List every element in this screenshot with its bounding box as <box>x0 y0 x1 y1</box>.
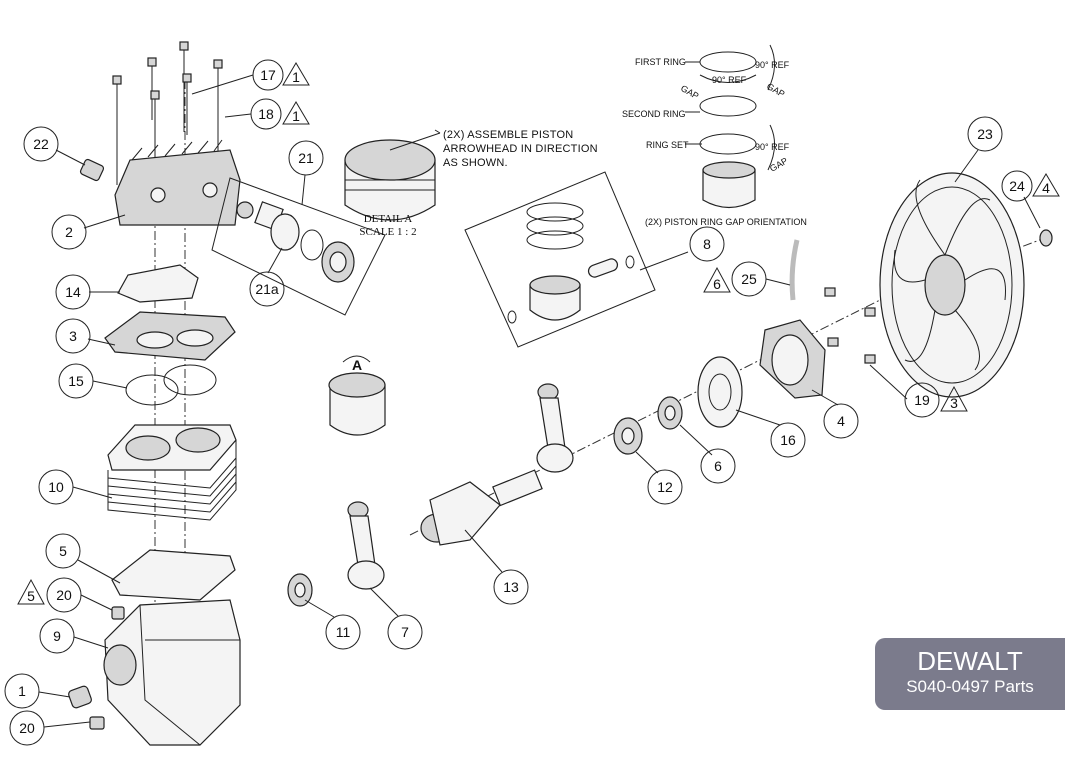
flag-24: 4 <box>1042 180 1050 196</box>
crankcase <box>103 599 241 746</box>
bearing-11 <box>287 573 313 607</box>
callout-16: 16 <box>780 432 796 448</box>
ring-set-label: RING SET <box>646 140 689 150</box>
gap-orientation-caption: (2X) PISTON RING GAP ORIENTATION <box>645 217 807 227</box>
leader-lines <box>38 74 1041 728</box>
flag-5: 5 <box>27 588 35 604</box>
callout-1: 1 <box>18 683 26 699</box>
callout-11: 11 <box>336 624 351 640</box>
brand-badge: DEWALT S040-0497 Parts <box>875 638 1065 710</box>
callout-4: 4 <box>837 413 845 429</box>
assemble-note-line-1: (2X) ASSEMBLE PISTON <box>443 129 573 141</box>
flag-17: 1 <box>292 69 300 85</box>
revision-flag-numbers: 1 1 4 6 3 5 <box>27 69 1050 604</box>
bearing-cover-gasket <box>697 356 743 428</box>
piston-ring-set-box <box>464 171 656 348</box>
callout-3: 3 <box>69 328 77 344</box>
callout-2: 2 <box>65 224 73 240</box>
flag-19: 3 <box>950 395 958 411</box>
notes: (2X) ASSEMBLE PISTON ARROWHEAD IN DIRECT… <box>352 57 807 373</box>
callout-numbers: 2 22 17 18 21 21a 14 3 15 10 5 20 9 1 20… <box>18 67 1025 736</box>
ring-gap-orientation <box>685 44 775 209</box>
gap-label-b: GAP <box>765 81 786 99</box>
breather-20 <box>111 606 125 620</box>
cover-bolts <box>824 287 876 364</box>
crankshaft <box>420 469 543 546</box>
piston-detail-a <box>344 132 441 221</box>
callout-circles <box>4 59 1033 746</box>
connecting-rod-lower <box>347 501 385 590</box>
head-bolts <box>112 41 223 200</box>
connecting-rod-upper <box>536 383 574 473</box>
callout-17: 17 <box>260 67 276 83</box>
callout-22: 22 <box>33 136 49 152</box>
callout-15: 15 <box>68 373 84 389</box>
callout-21a: 21a <box>255 281 279 297</box>
callout-10: 10 <box>48 479 64 495</box>
callout-13: 13 <box>503 579 519 595</box>
callout-5: 5 <box>59 543 67 559</box>
assemble-note-line-2: ARROWHEAD IN DIRECTION <box>443 143 598 155</box>
brand-name: DEWALT <box>917 646 1023 676</box>
model-number: S040-0497 Parts <box>906 677 1034 696</box>
detail-title: DETAIL A <box>364 213 413 225</box>
wrist-pin-kit-box <box>211 177 386 316</box>
gap-label-c: GAP <box>768 156 789 174</box>
crankcase-gasket <box>111 549 236 601</box>
bearing-cover <box>759 319 826 399</box>
flywheel-washer <box>1039 229 1053 247</box>
callout-21: 21 <box>298 150 314 166</box>
cylinder-block <box>107 424 237 521</box>
ref-90-set: 90° REF <box>755 142 790 152</box>
detail-scale: SCALE 1 : 2 <box>359 226 416 238</box>
drain-plug <box>89 716 105 730</box>
oil-plug <box>68 685 92 709</box>
revision-flags <box>17 62 1060 605</box>
valve-plate <box>104 311 236 361</box>
ref-90-first: 90° REF <box>755 60 790 70</box>
callout-24: 24 <box>1009 178 1025 194</box>
callout-23: 23 <box>977 126 993 142</box>
callout-25: 25 <box>741 271 757 287</box>
callout-12: 12 <box>657 479 673 495</box>
plug-22 <box>79 158 105 182</box>
callout-20-lower: 20 <box>19 720 35 736</box>
callout-20-upper: 20 <box>56 587 72 603</box>
breather-tube <box>789 239 800 301</box>
callout-7: 7 <box>401 624 409 640</box>
flag-25: 6 <box>713 276 721 292</box>
bearing-12 <box>613 417 643 455</box>
detail-letter: A <box>352 357 362 373</box>
flag-18: 1 <box>292 108 300 124</box>
callout-14: 14 <box>65 284 81 300</box>
callout-19: 19 <box>914 392 930 408</box>
gap-label-a: GAP <box>679 83 700 101</box>
callout-9: 9 <box>53 628 61 644</box>
piston-a <box>328 355 386 436</box>
callout-6: 6 <box>714 458 722 474</box>
seal-6 <box>657 396 683 430</box>
ref-90-second: 90° REF <box>712 75 747 85</box>
callout-18: 18 <box>258 106 274 122</box>
cylinder-head <box>114 139 241 226</box>
o-rings <box>125 364 217 406</box>
second-ring-label: SECOND RING <box>622 109 686 119</box>
head-gasket <box>117 264 199 303</box>
callout-8: 8 <box>703 236 711 252</box>
first-ring-label: FIRST RING <box>635 57 686 67</box>
assemble-note-line-3: AS SHOWN. <box>443 157 508 169</box>
flywheel <box>879 172 1025 398</box>
